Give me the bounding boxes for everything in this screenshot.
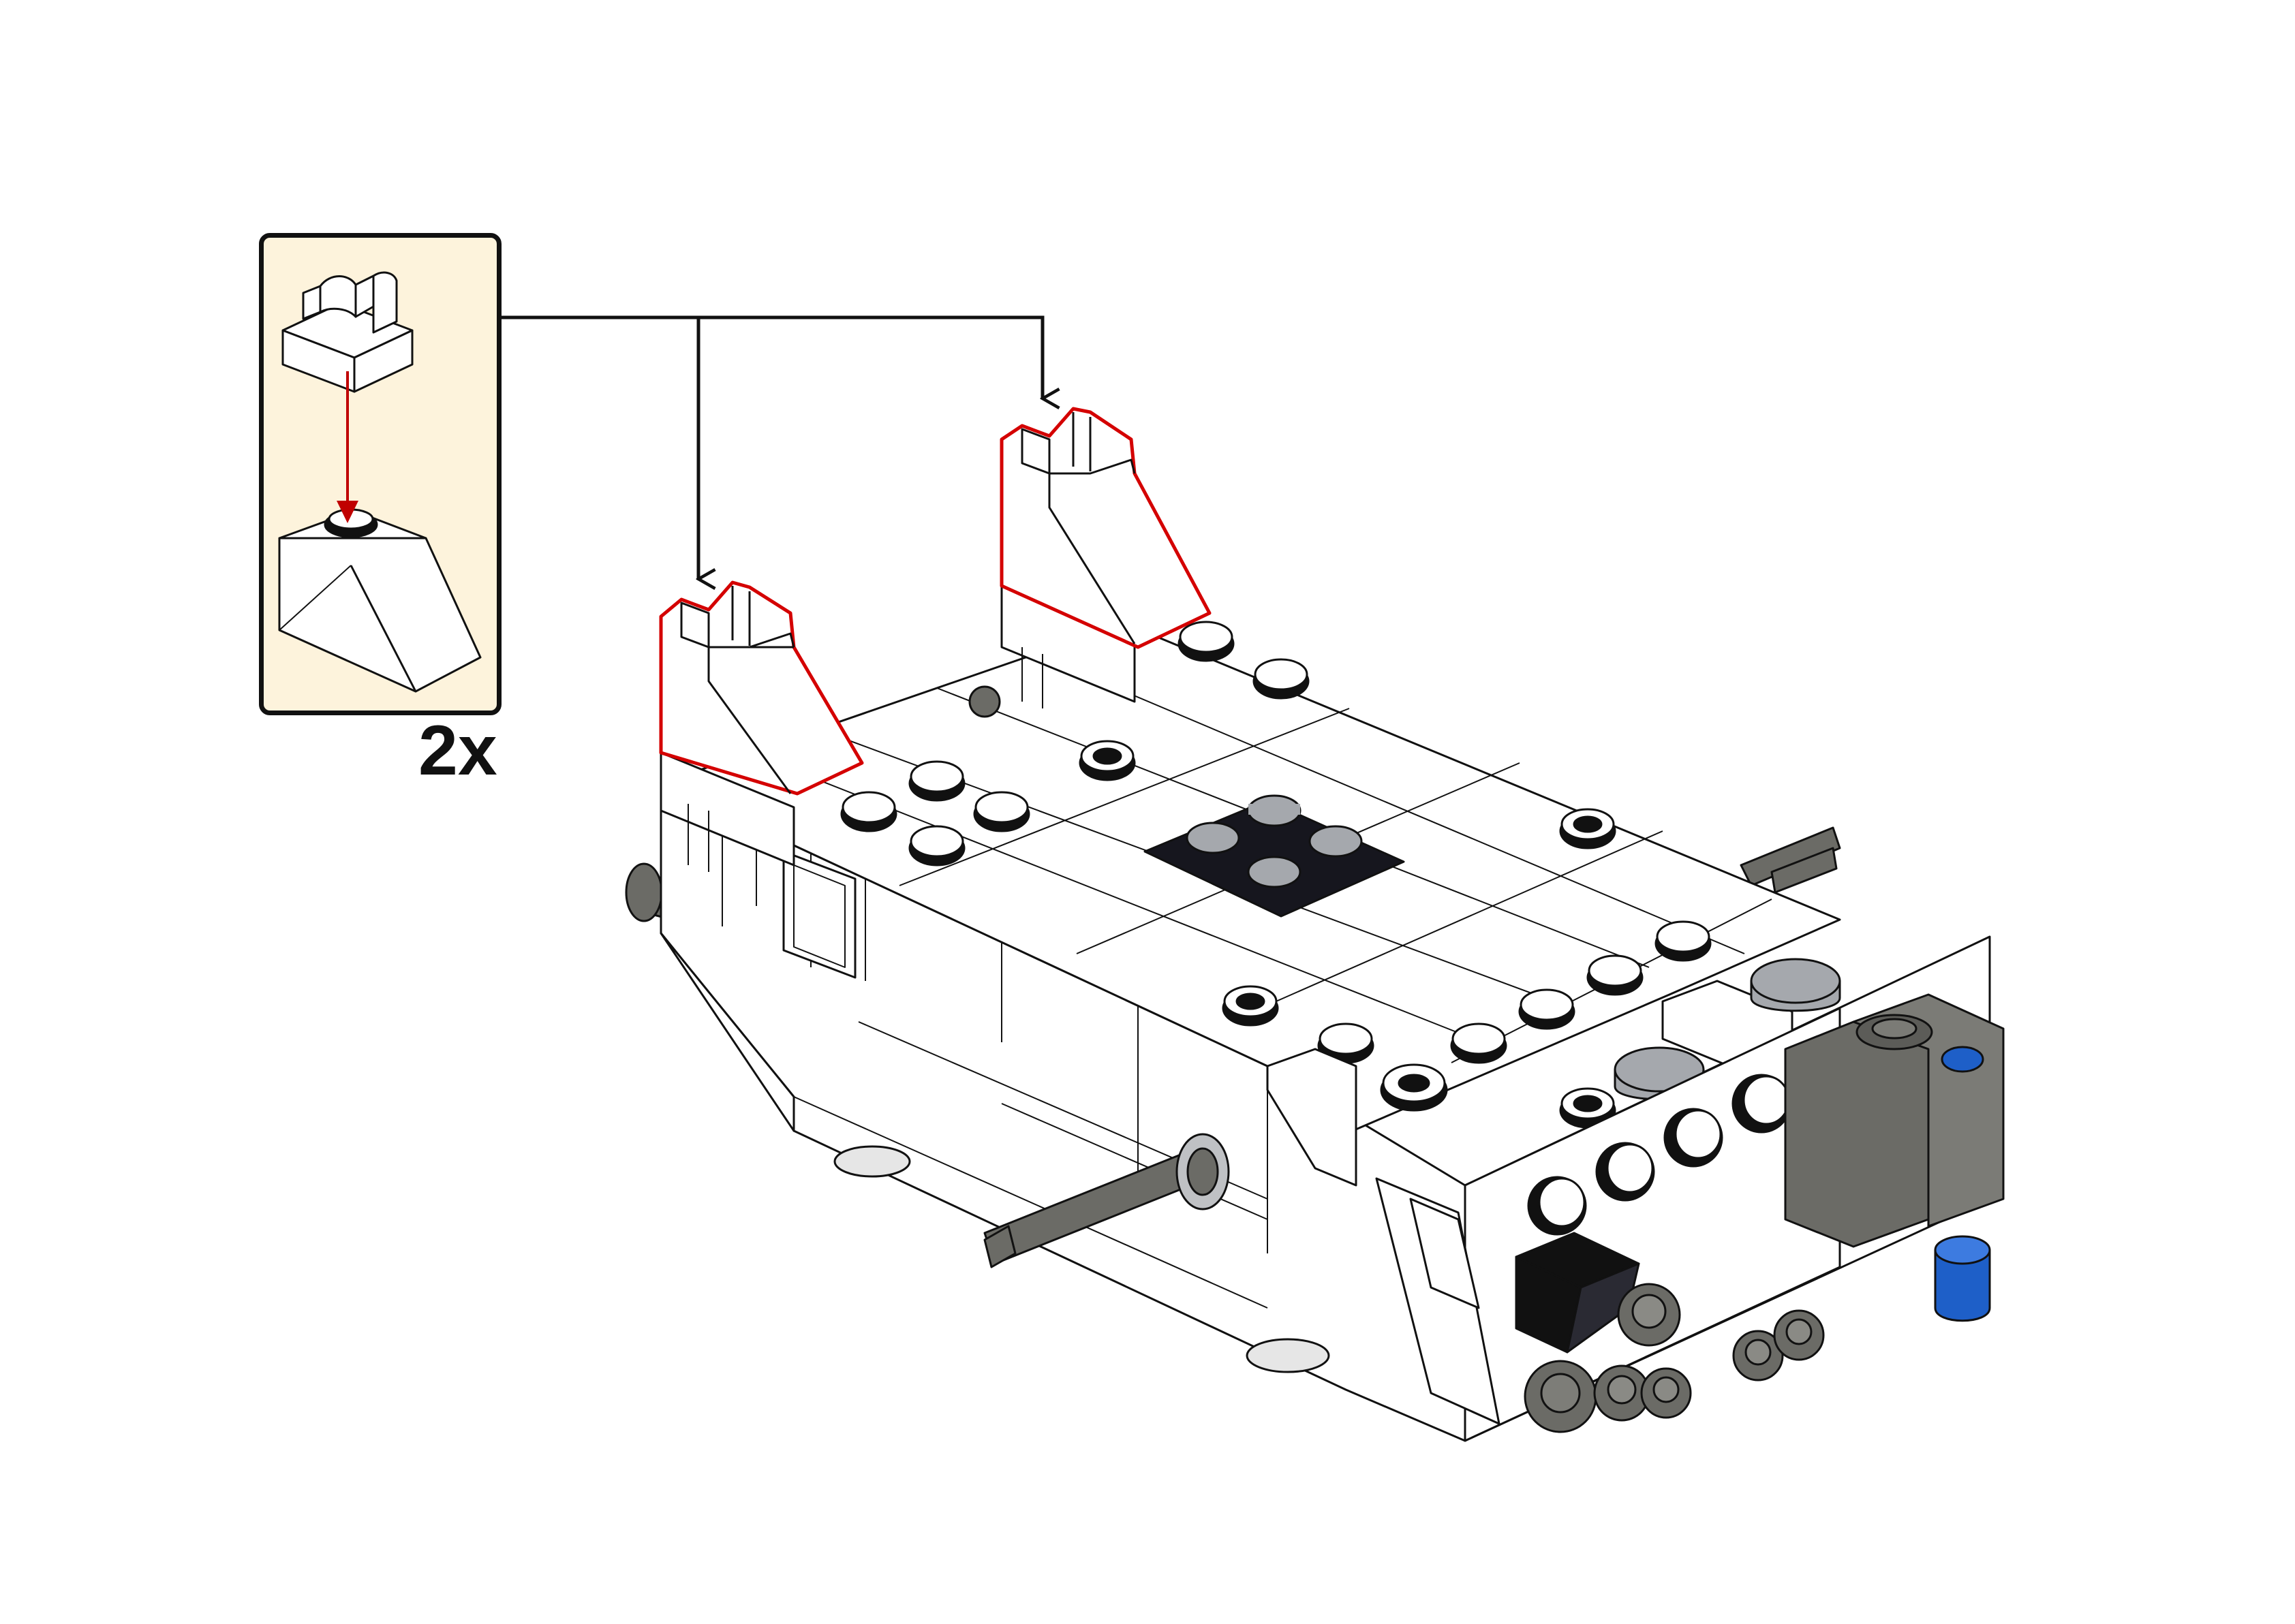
front-gray-round-tiles bbox=[1614, 958, 1841, 1101]
front-face-holes bbox=[1527, 1074, 1791, 1236]
deck-hollow-studs bbox=[1079, 740, 1616, 1129]
rear-stack-left bbox=[660, 751, 795, 866]
part-quantity-label: 2x bbox=[418, 711, 497, 790]
hull-bottom-fins bbox=[660, 932, 795, 1132]
lower-hub-middle bbox=[1246, 1338, 1330, 1373]
front-black-slope bbox=[1515, 1232, 1640, 1354]
front-tile-left bbox=[1266, 1048, 1357, 1187]
lower-hub-left bbox=[833, 1145, 911, 1178]
axle-side-long bbox=[983, 1133, 1230, 1268]
new-part-slope-left bbox=[659, 580, 864, 796]
front-angled-plate-2 bbox=[1409, 1198, 1480, 1309]
axle-rear-right bbox=[1740, 826, 1841, 894]
front-angled-plate bbox=[1375, 1177, 1500, 1425]
technic-blue-pin bbox=[1934, 1046, 1991, 1322]
connector-arrows bbox=[502, 315, 1043, 579]
hull-side-panel-inner bbox=[793, 864, 846, 968]
parts-callout-box bbox=[259, 233, 502, 715]
deck-gray-studs bbox=[1186, 794, 1363, 888]
deck-white-studs bbox=[840, 621, 1712, 1064]
rear-gray-knob bbox=[968, 685, 1001, 718]
new-part-slope-right bbox=[1000, 407, 1212, 649]
main-model bbox=[625, 407, 2005, 1442]
front-gray-wheels bbox=[1524, 1283, 1825, 1433]
